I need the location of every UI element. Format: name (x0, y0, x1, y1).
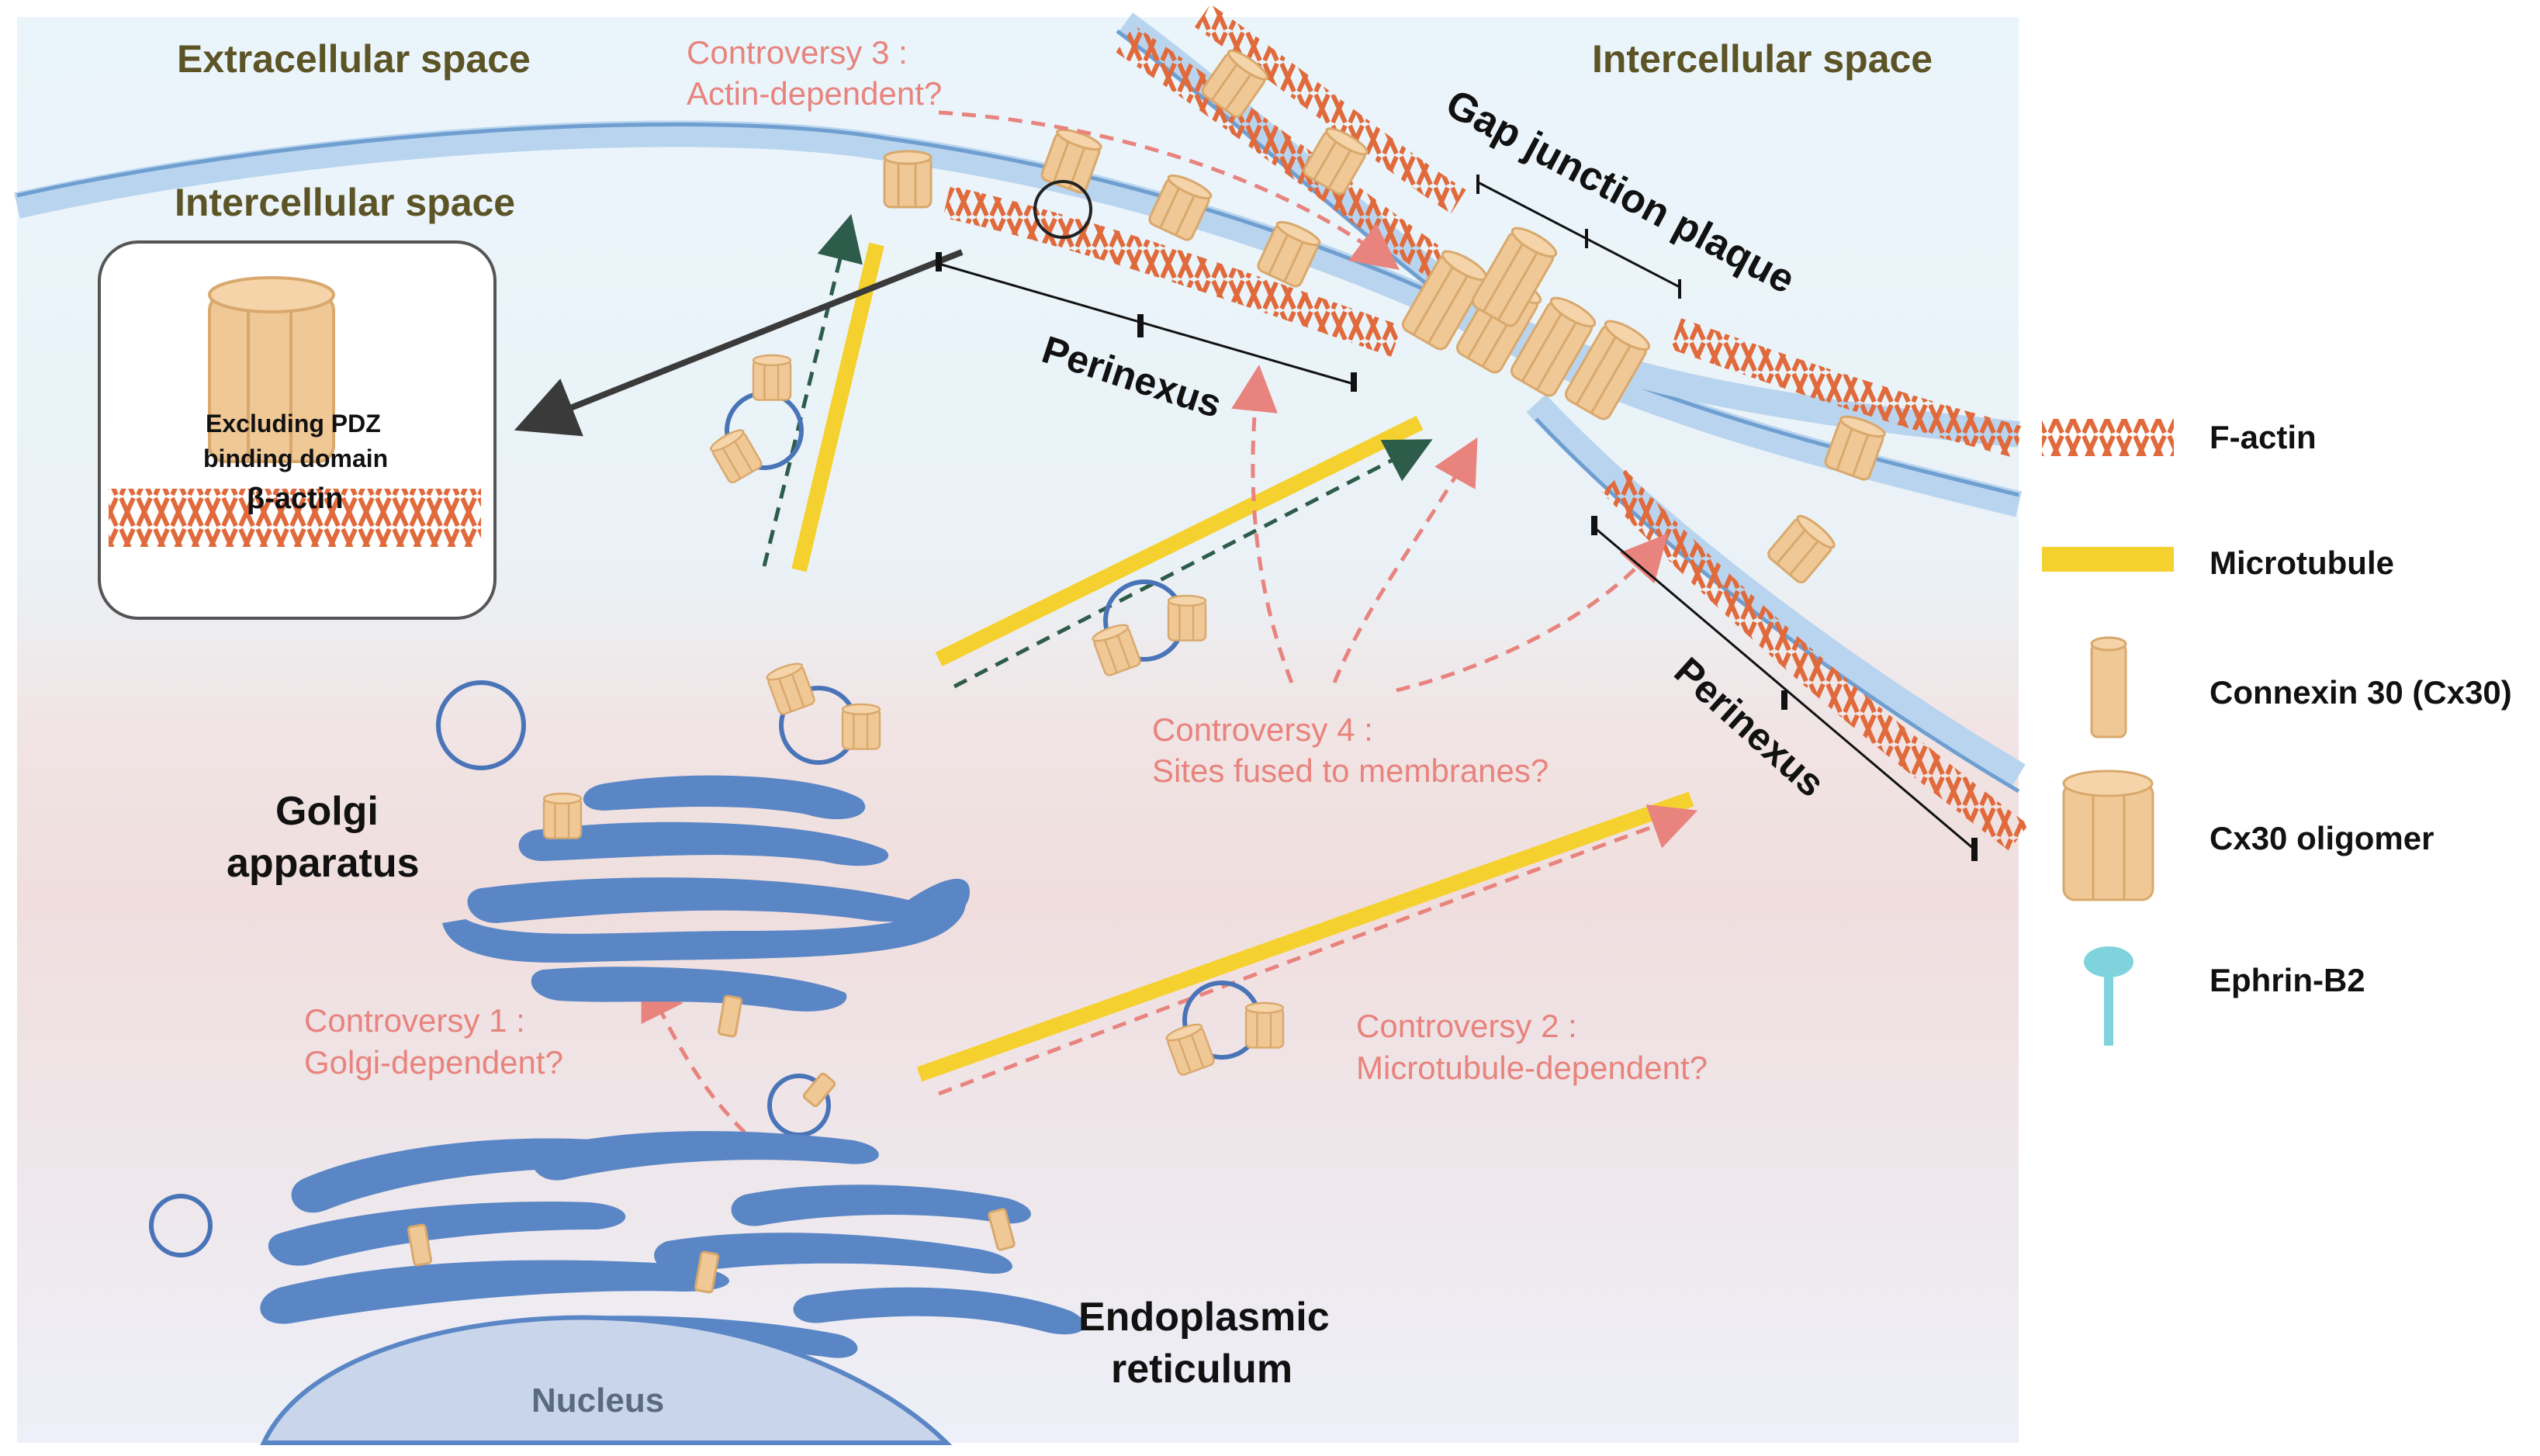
controversy-4-line1: Controversy 4 : (1152, 711, 1373, 748)
legend-label-ephrin: Ephrin-B2 (2210, 962, 2365, 998)
perinexus-bracket-right (1591, 516, 1978, 861)
er-label-line1: Endoplasmic (1078, 1295, 1330, 1340)
vesicles (149, 354, 1285, 1257)
extracellular-space-label: Extracellular space (177, 37, 531, 81)
inset-label-line1: Excluding PDZ (206, 410, 381, 437)
vesicle-transport-arrows (762, 213, 1433, 689)
f-actin-bundles (943, 4, 2029, 851)
controversy-2-line2: Microtubule-dependent? (1356, 1050, 1708, 1086)
nucleus (260, 1315, 953, 1445)
controversy-1-line2: Golgi-dependent? (304, 1044, 563, 1081)
golgi-label-line2: apparatus (227, 841, 420, 886)
controversy-4-line2: Sites fused to membranes? (1152, 752, 1549, 789)
microtubules (791, 242, 1694, 1082)
inset-label-line2: binding domain (203, 444, 388, 472)
inset-box (98, 240, 497, 620)
connexin-icon (2090, 636, 2127, 738)
golgi-oligomer (542, 792, 583, 839)
intercellular-space-label-left: Intercellular space (175, 181, 515, 224)
zoom-arrow (514, 249, 964, 437)
legend-label-connexin: Connexin 30 (Cx30) (2210, 674, 2512, 711)
gap-junction-bracket (1476, 175, 1681, 299)
f-actin-icon (2042, 419, 2174, 456)
legend: F-actin Microtubule Connexin 30 (Cx30) C… (2042, 419, 2512, 1046)
nucleus-label: Nucleus (531, 1382, 664, 1420)
golgi-label-line1: Golgi (275, 789, 379, 834)
intercellular-space-label-top: Intercellular space (1592, 37, 1933, 81)
membrane-connexons (883, 45, 1888, 586)
perinexus-bracket-top (936, 252, 1357, 392)
controversy-3-line1: Controversy 3 : (687, 34, 908, 71)
oligomer-icon (2062, 770, 2154, 901)
inset-label-line3: β-actin (247, 482, 344, 515)
controversy-1-line1: Controversy 1 : (304, 1002, 525, 1039)
er-label-line2: reticulum (1111, 1347, 1292, 1392)
microtubule-icon (2042, 547, 2174, 572)
ephrin-icon (2084, 946, 2133, 1046)
legend-label-oligomer: Cx30 oligomer (2210, 820, 2434, 856)
controversy-arrows (641, 110, 1698, 1134)
controversy-3-line2: Actin-dependent? (687, 75, 942, 112)
legend-label-microtubule: Microtubule (2210, 545, 2394, 581)
controversy-2-line1: Controversy 2 : (1356, 1008, 1577, 1044)
golgi-apparatus (442, 775, 970, 1012)
legend-label-f-actin: F-actin (2210, 419, 2317, 455)
